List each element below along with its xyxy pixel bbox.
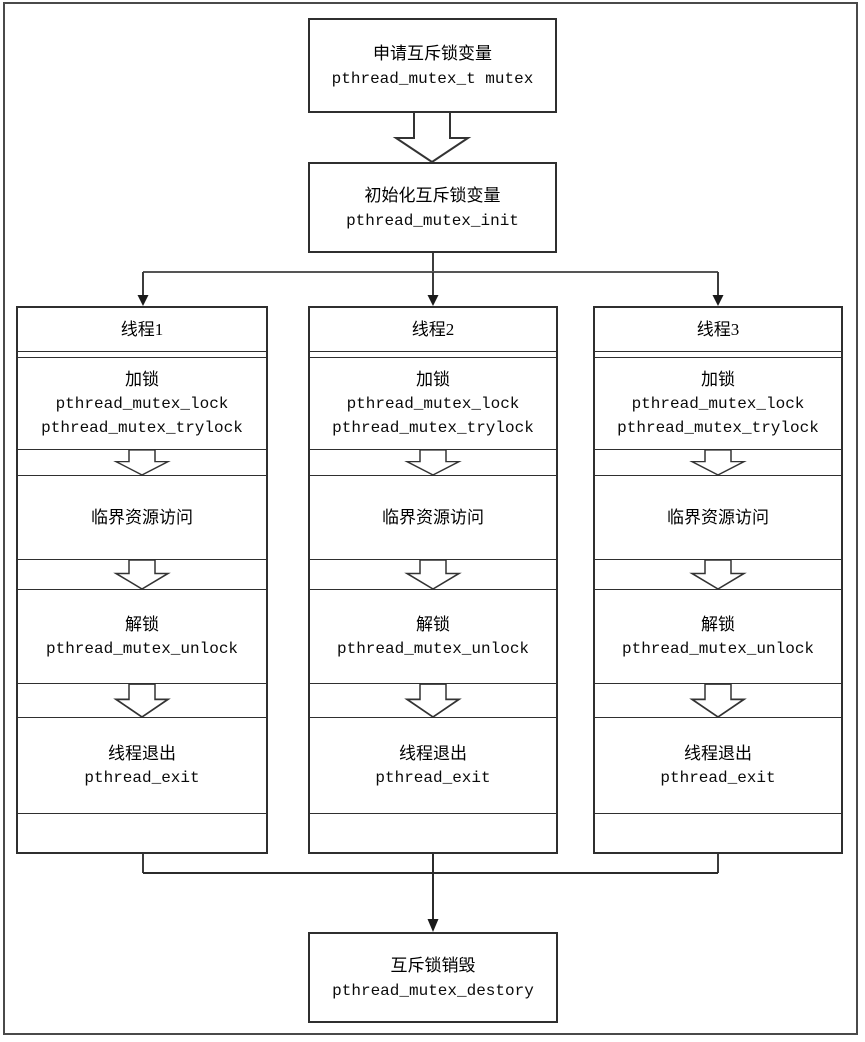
block-arrow-down-icon: [689, 684, 747, 717]
thread-2-column: 线程2 加锁 pthread_mutex_lock pthread_mutex_…: [308, 306, 558, 854]
thread-3-label: 线程3: [696, 320, 740, 339]
diagram-border: [3, 2, 858, 1035]
lock-step: 加锁 pthread_mutex_lock pthread_mutex_tryl…: [595, 358, 841, 450]
exit-step: 线程退出 pthread_exit: [310, 718, 556, 814]
lock-code-1: pthread_mutex_lock: [631, 395, 805, 413]
thread-1-label: 线程1: [120, 320, 164, 339]
critical-section-step: 临界资源访问: [595, 476, 841, 560]
unlock-code: pthread_mutex_unlock: [336, 640, 530, 658]
unlock-label: 解锁: [416, 615, 450, 634]
block-arrow-strip: [18, 684, 266, 718]
unlock-step: 解锁 pthread_mutex_unlock: [595, 590, 841, 684]
block-arrow-strip: [595, 684, 841, 718]
thread-2-header: 线程2: [310, 308, 556, 352]
destroy-mutex-label: 互斥锁销毁: [390, 955, 476, 975]
block-arrow-down-icon: [113, 450, 171, 475]
lock-step: 加锁 pthread_mutex_lock pthread_mutex_tryl…: [310, 358, 556, 450]
lock-label: 加锁: [701, 370, 735, 389]
spacer-row: [595, 352, 841, 358]
critical-section-step: 临界资源访问: [18, 476, 266, 560]
init-mutex-label: 初始化互斥锁变量: [364, 185, 501, 205]
declare-mutex-label: 申请互斥锁变量: [373, 43, 492, 63]
exit-code: pthread_exit: [375, 769, 491, 787]
unlock-code: pthread_mutex_unlock: [45, 640, 239, 658]
lock-label: 加锁: [416, 370, 450, 389]
block-arrow-strip: [595, 560, 841, 590]
block-arrow-strip: [310, 450, 556, 476]
block-arrow-strip: [595, 450, 841, 476]
spacer-row: [310, 352, 556, 358]
lock-code-2: pthread_mutex_trylock: [332, 419, 534, 437]
lock-step: 加锁 pthread_mutex_lock pthread_mutex_tryl…: [18, 358, 266, 450]
critical-label: 临界资源访问: [382, 508, 484, 527]
destroy-mutex-box: 互斥锁销毁 pthread_mutex_destory: [308, 932, 558, 1023]
exit-label: 线程退出: [684, 744, 752, 763]
init-mutex-box: 初始化互斥锁变量 pthread_mutex_init: [308, 162, 557, 253]
block-arrow-down-icon: [689, 560, 747, 589]
block-arrow-strip: [310, 560, 556, 590]
unlock-code: pthread_mutex_unlock: [621, 640, 815, 658]
empty-row: [18, 814, 266, 852]
unlock-label: 解锁: [125, 615, 159, 634]
declare-mutex-code: pthread_mutex_t mutex: [331, 69, 534, 88]
declare-mutex-box: 申请互斥锁变量 pthread_mutex_t mutex: [308, 18, 557, 113]
block-arrow-down-icon: [689, 450, 747, 475]
thread-1-column: 线程1 加锁 pthread_mutex_lock pthread_mutex_…: [16, 306, 268, 854]
exit-step: 线程退出 pthread_exit: [595, 718, 841, 814]
block-arrow-strip: [18, 560, 266, 590]
empty-row: [595, 814, 841, 852]
exit-code: pthread_exit: [660, 769, 776, 787]
block-arrow-strip: [310, 684, 556, 718]
block-arrow-down-icon: [404, 450, 462, 475]
thread-3-header: 线程3: [595, 308, 841, 352]
init-mutex-code: pthread_mutex_init: [346, 211, 519, 230]
critical-section-step: 临界资源访问: [310, 476, 556, 560]
unlock-label: 解锁: [701, 615, 735, 634]
spacer-row: [18, 352, 266, 358]
lock-code-1: pthread_mutex_lock: [55, 395, 229, 413]
block-arrow-down-icon: [404, 684, 462, 717]
destroy-mutex-code: pthread_mutex_destory: [332, 981, 534, 1000]
exit-label: 线程退出: [399, 744, 467, 763]
critical-label: 临界资源访问: [91, 508, 193, 527]
exit-step: 线程退出 pthread_exit: [18, 718, 266, 814]
block-arrow-down-icon: [392, 112, 472, 162]
lock-label: 加锁: [125, 370, 159, 389]
empty-row: [310, 814, 556, 852]
block-arrow-down-icon: [113, 684, 171, 717]
thread-1-header: 线程1: [18, 308, 266, 352]
thread-2-label: 线程2: [411, 320, 455, 339]
unlock-step: 解锁 pthread_mutex_unlock: [310, 590, 556, 684]
unlock-step: 解锁 pthread_mutex_unlock: [18, 590, 266, 684]
thread-3-column: 线程3 加锁 pthread_mutex_lock pthread_mutex_…: [593, 306, 843, 854]
block-arrow-down-icon: [404, 560, 462, 589]
block-arrow-down-icon: [113, 560, 171, 589]
exit-code: pthread_exit: [84, 769, 200, 787]
block-arrow-strip: [18, 450, 266, 476]
exit-label: 线程退出: [108, 744, 176, 763]
lock-code-2: pthread_mutex_trylock: [617, 419, 819, 437]
lock-code-1: pthread_mutex_lock: [346, 395, 520, 413]
lock-code-2: pthread_mutex_trylock: [41, 419, 243, 437]
critical-label: 临界资源访问: [667, 508, 769, 527]
